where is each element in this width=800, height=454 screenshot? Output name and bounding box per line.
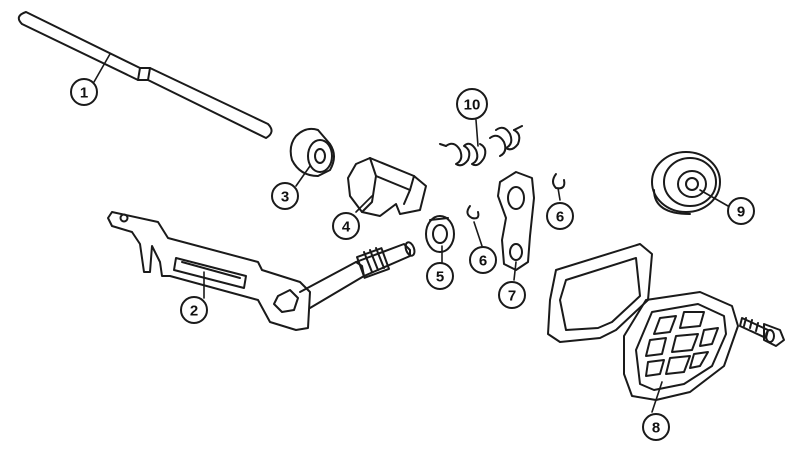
part-9-pulley — [652, 152, 720, 214]
leader-7 — [513, 261, 517, 281]
part-10-springs — [440, 126, 522, 165]
callout-2: 2 — [180, 296, 208, 324]
callout-7-label: 7 — [508, 288, 516, 305]
leader-4 — [355, 195, 373, 213]
callout-9-label: 9 — [737, 204, 745, 221]
callout-1: 1 — [70, 78, 98, 106]
part-6-clip-left — [467, 206, 478, 218]
part-1-rod — [19, 12, 272, 138]
callout-8: 8 — [642, 413, 670, 441]
callouts: 1 2 3 4 5 6 6 — [70, 78, 755, 441]
callout-6b-label: 6 — [556, 209, 564, 226]
bolt — [740, 318, 784, 346]
part-2-lever-shaft — [108, 212, 416, 330]
callout-1-label: 1 — [80, 85, 88, 102]
part-5-washer — [426, 216, 454, 252]
callout-4: 4 — [332, 212, 360, 240]
part-7-link-bracket — [498, 172, 534, 270]
callout-6b: 6 — [546, 202, 574, 230]
callout-4-label: 4 — [342, 219, 351, 236]
callout-5-label: 5 — [436, 269, 444, 286]
callout-10: 10 — [456, 88, 488, 120]
callout-3-label: 3 — [281, 189, 289, 206]
leader-9 — [699, 189, 729, 207]
part-6-clip-right — [553, 174, 564, 188]
leader-3 — [295, 165, 311, 187]
callout-3: 3 — [271, 182, 299, 210]
part-8-cover-plate — [624, 292, 738, 400]
callout-8-label: 8 — [652, 420, 660, 437]
callout-6a-label: 6 — [479, 253, 487, 270]
callout-9: 9 — [727, 197, 755, 225]
leader-8 — [651, 381, 663, 413]
callout-10-label: 10 — [464, 97, 481, 114]
leader-10 — [475, 119, 479, 147]
gasket — [548, 244, 652, 342]
leader-1 — [93, 53, 111, 83]
part-4-cam-collar — [348, 158, 426, 216]
callout-2-label: 2 — [190, 303, 198, 320]
callout-5: 5 — [426, 262, 454, 290]
callout-6a: 6 — [469, 246, 497, 274]
leader-6b — [557, 187, 561, 201]
leader-lines — [93, 53, 729, 413]
leader-6a — [473, 221, 483, 247]
part-3-bushing — [291, 129, 334, 176]
callout-7: 7 — [498, 281, 526, 309]
